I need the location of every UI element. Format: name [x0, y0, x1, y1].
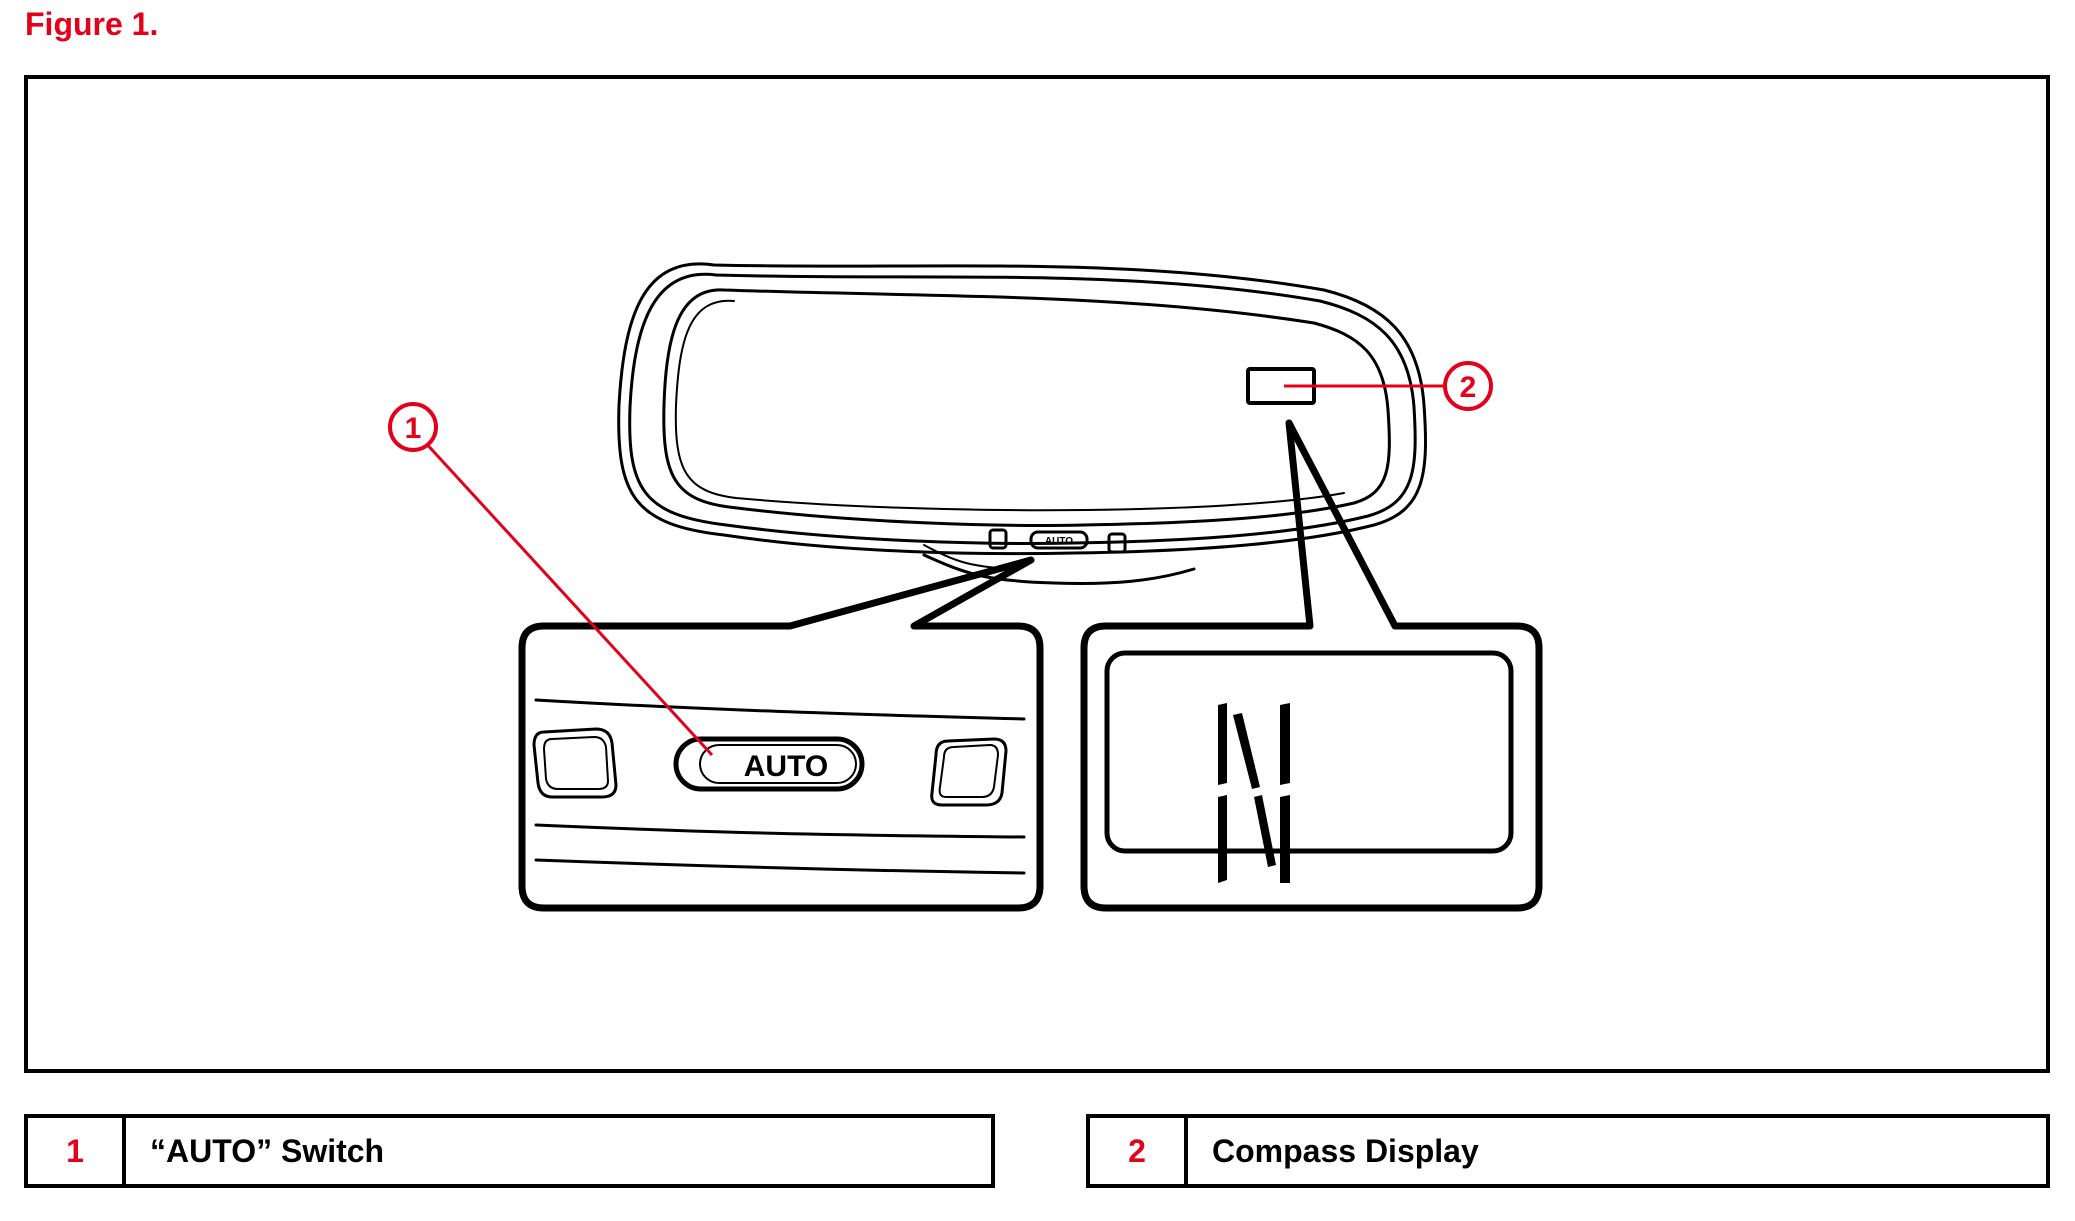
figure-title: Figure 1. — [25, 6, 159, 42]
mirror-auto-label: AUTO — [1045, 536, 1073, 547]
zoom-auto-label: AUTO — [744, 750, 828, 783]
legend-number: 2 — [1090, 1118, 1188, 1184]
zoom-button-right — [930, 737, 1008, 807]
compass-n-segments — [1218, 703, 1290, 883]
callout-1-leader — [421, 438, 714, 757]
mirror-button-right — [1107, 532, 1127, 554]
mirror-auto-switch — [1029, 530, 1089, 550]
legend-item-compass-display: 2 Compass Display — [1086, 1114, 2050, 1188]
mirror-button-left — [988, 528, 1008, 550]
mirror-diagram: AUTO AUTO N 1 2 — [388, 262, 1543, 912]
legend-label: Compass Display — [1212, 1132, 1479, 1169]
mirror-housing — [617, 262, 1427, 556]
legend-label: “AUTO” Switch — [150, 1132, 385, 1169]
callout-2-number: 2 — [1460, 371, 1477, 404]
diagram-frame — [24, 75, 2050, 1073]
callout-1-badge: 1 — [388, 402, 438, 452]
mirror-bottom-lip — [922, 553, 1196, 585]
callout-1-number: 1 — [405, 412, 422, 445]
legend-number: 1 — [28, 1118, 126, 1184]
compass-display-screen — [1104, 650, 1514, 854]
mirror-glass — [662, 288, 1391, 527]
callout-2-badge: 2 — [1443, 361, 1493, 411]
zoom-button-left — [532, 727, 618, 799]
zoom-callout-switch — [518, 556, 1044, 912]
legend-item-auto-switch: 1 “AUTO” Switch — [24, 1114, 995, 1188]
zoom-auto-switch — [673, 736, 865, 792]
zoom-callout-compass — [1080, 419, 1543, 912]
